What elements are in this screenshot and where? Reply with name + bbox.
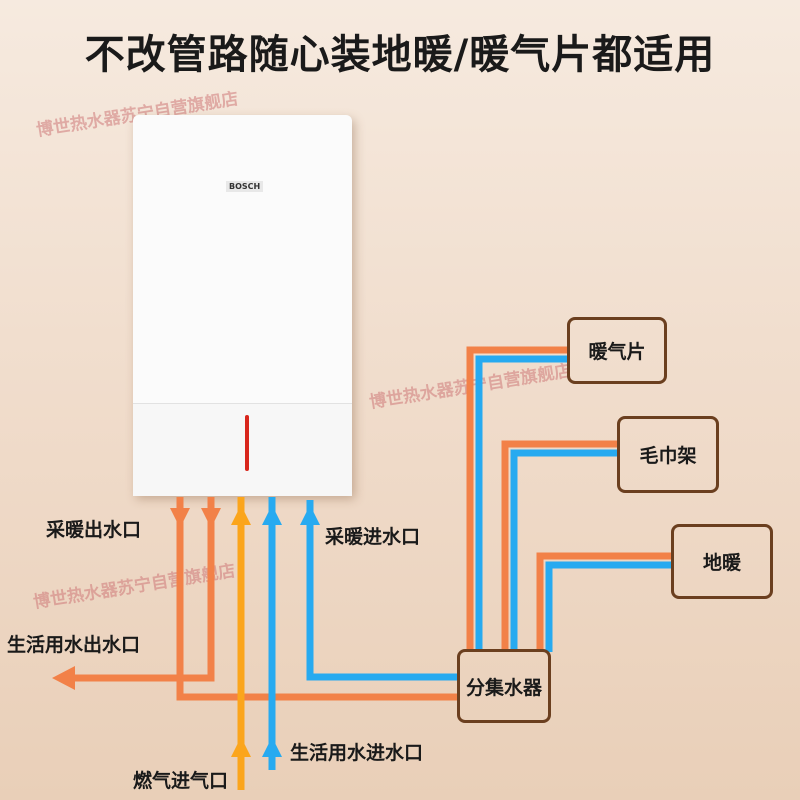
label-domestic-in: 生活用水进水口 bbox=[290, 742, 424, 764]
arrow-up-icon bbox=[262, 505, 282, 525]
label-heating-out: 采暖出水口 bbox=[46, 519, 142, 541]
label-domestic-out: 生活用水出水口 bbox=[7, 634, 141, 656]
arrow-up-icon bbox=[300, 505, 320, 525]
label-gas-in: 燃气进气口 bbox=[133, 770, 229, 792]
arrow-up-icon bbox=[262, 737, 282, 757]
manifold-box: 分集水器 bbox=[457, 649, 551, 723]
floor-cold-pipe bbox=[545, 561, 672, 652]
indicator-light bbox=[245, 415, 249, 471]
heating-in-pipe bbox=[306, 500, 458, 681]
bosch-logo: BOSCH bbox=[226, 181, 264, 192]
radiator-box: 暖气片 bbox=[567, 317, 667, 384]
radiator-cold-pipe bbox=[475, 355, 568, 652]
towel-hot-pipe bbox=[501, 440, 618, 652]
towel-cold-pipe bbox=[510, 449, 618, 652]
arrow-down-icon bbox=[170, 508, 190, 528]
boiler-unit: BOSCH bbox=[133, 115, 352, 496]
radiator-hot-pipe bbox=[466, 346, 568, 652]
domestic-out-pipe bbox=[72, 497, 215, 682]
arrow-up-icon bbox=[231, 737, 251, 757]
towel-rack-box: 毛巾架 bbox=[617, 416, 719, 493]
label-heating-in: 采暖进水口 bbox=[325, 526, 421, 548]
arrow-up-icon bbox=[231, 505, 251, 525]
heating-out-pipe bbox=[176, 497, 458, 701]
arrow-left-icon bbox=[52, 666, 75, 690]
floor-heating-box: 地暖 bbox=[671, 524, 773, 599]
floor-hot-pipe bbox=[536, 552, 672, 652]
arrow-down-icon bbox=[201, 508, 221, 528]
headline: 不改管路随心装地暖/暖气片都适用 bbox=[84, 32, 716, 78]
boiler-lower-panel bbox=[133, 403, 352, 496]
